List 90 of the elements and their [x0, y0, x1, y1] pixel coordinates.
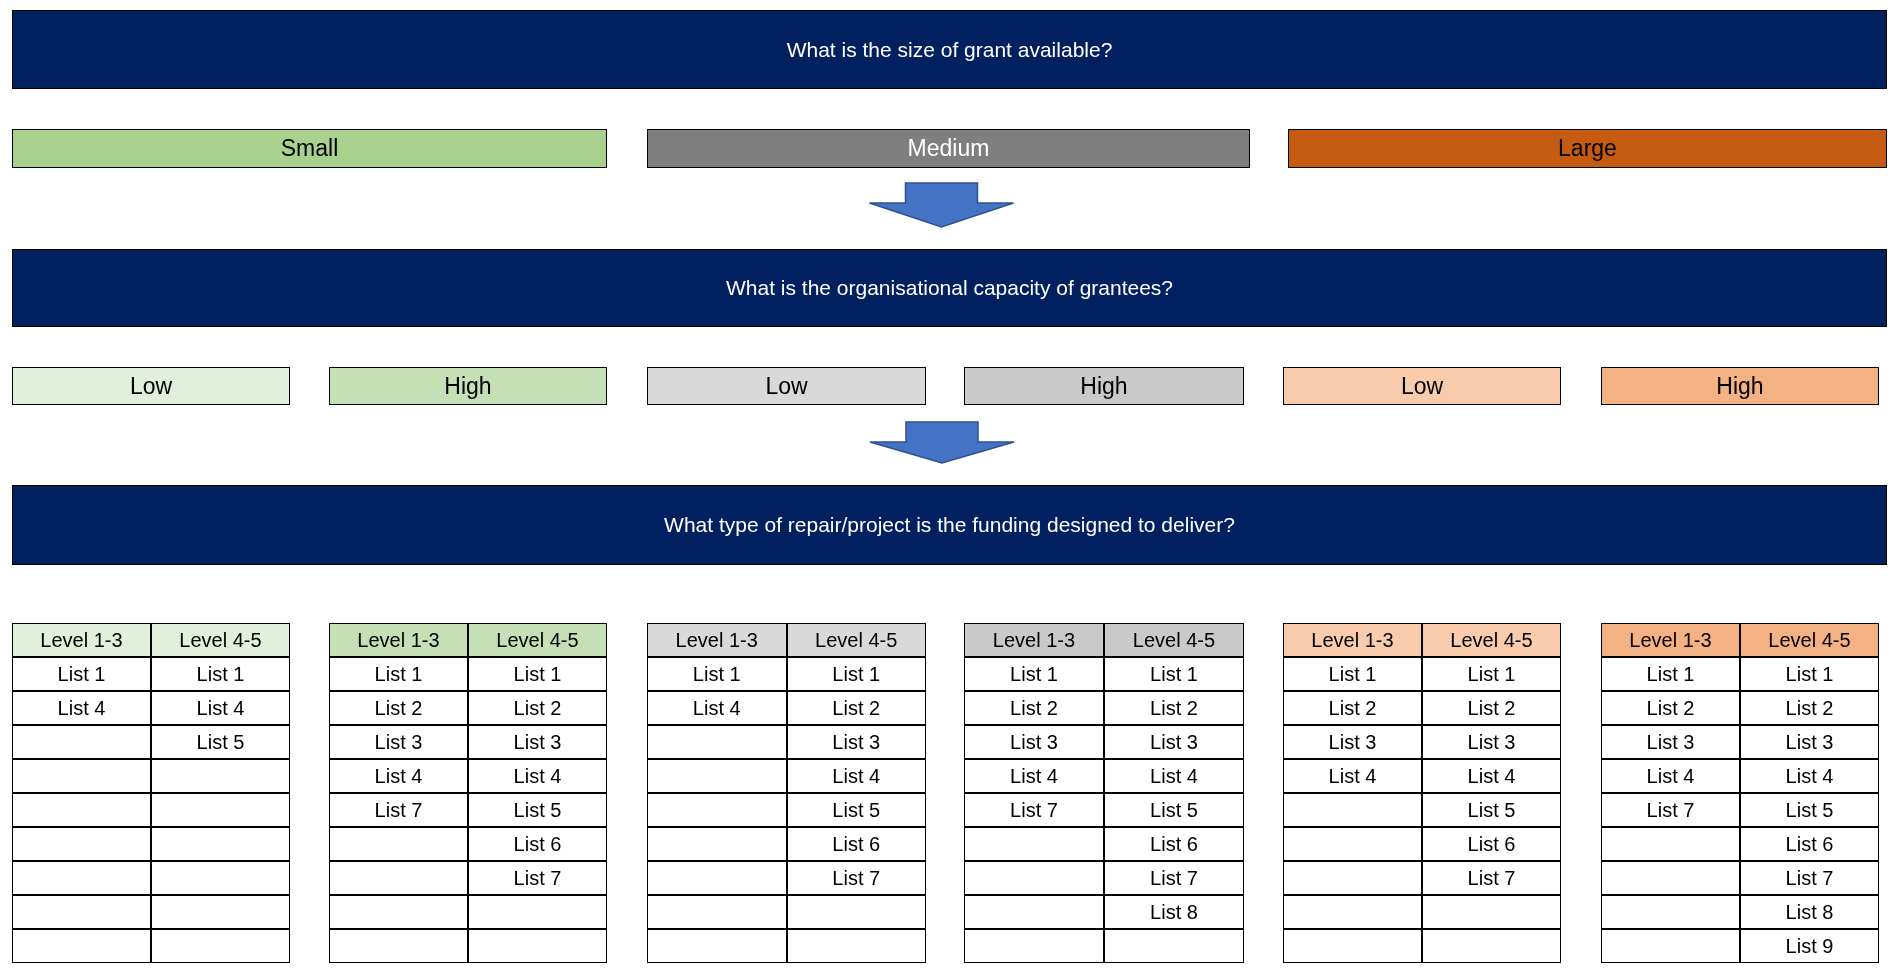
list-entry: List 3	[329, 725, 468, 759]
category-bar: Medium	[647, 129, 1250, 168]
column-header: Level 4-5	[1740, 623, 1879, 657]
list-entry: List 2	[1740, 691, 1879, 725]
category-bar: Low	[647, 367, 926, 405]
list-entry: List 5	[1740, 793, 1879, 827]
list-entry: List 3	[1422, 725, 1561, 759]
list-entry: List 2	[468, 691, 607, 725]
list-entry: List 4	[329, 759, 468, 793]
list-entry: List 4	[647, 691, 787, 725]
category-bar: Large	[1288, 129, 1887, 168]
list-entry: List 7	[1422, 861, 1561, 895]
column-header: Level 4-5	[1104, 623, 1244, 657]
list-entry: List 5	[151, 725, 290, 759]
list-entry: List 7	[1104, 861, 1244, 895]
list-entry: List 7	[1601, 793, 1740, 827]
list-entry: List 8	[1104, 895, 1244, 929]
category-bar: High	[964, 367, 1244, 405]
list-entry: List 4	[1740, 759, 1879, 793]
list-entry: List 4	[151, 691, 290, 725]
list-entry: List 7	[468, 861, 607, 895]
block-arrow	[869, 421, 1015, 464]
list-entry: List 4	[1104, 759, 1244, 793]
list-entry: List 8	[1740, 895, 1879, 929]
list-entry: List 1	[1740, 657, 1879, 691]
list-entry: List 1	[151, 657, 290, 691]
list-entry: List 4	[1283, 759, 1422, 793]
block-arrow	[868, 182, 1015, 228]
list-entry: List 9	[1740, 929, 1879, 963]
list-entry: List 3	[1740, 725, 1879, 759]
list-entry: List 2	[964, 691, 1104, 725]
list-entry: List 1	[329, 657, 468, 691]
list-entry: List 6	[1422, 827, 1561, 861]
column-header: Level 1-3	[1283, 623, 1422, 657]
column-header: Level 1-3	[329, 623, 468, 657]
list-entry: List 4	[1422, 759, 1561, 793]
list-entry: List 6	[1104, 827, 1244, 861]
column-header: Level 4-5	[786, 623, 926, 657]
list-entry: List 7	[964, 793, 1104, 827]
category-bar: Low	[12, 367, 290, 405]
list-entry: List 1	[964, 657, 1104, 691]
question-banner: What is the organisational capacity of grantees?	[12, 249, 1887, 327]
list-entry: List 2	[329, 691, 468, 725]
list-entry: List 5	[468, 793, 607, 827]
list-entry: List 1	[1283, 657, 1422, 691]
list-entry: List 3	[1283, 725, 1422, 759]
list-entry: List 2	[1601, 691, 1740, 725]
column-header: Level 4-5	[1422, 623, 1561, 657]
column-header: Level 4-5	[151, 623, 290, 657]
category-bar: Small	[12, 129, 607, 168]
list-entry: List 7	[329, 793, 468, 827]
list-entry: List 3	[786, 725, 926, 759]
list-entry: List 6	[786, 827, 926, 861]
list-entry: List 5	[786, 793, 926, 827]
list-entry: List 1	[786, 657, 926, 691]
list-entry: List 6	[468, 827, 607, 861]
list-entry: List 5	[1422, 793, 1561, 827]
column-header: Level 1-3	[12, 623, 151, 657]
list-entry: List 2	[1422, 691, 1561, 725]
list-entry: List 2	[1283, 691, 1422, 725]
list-entry: List 7	[1740, 861, 1879, 895]
category-bar: High	[1601, 367, 1879, 405]
list-entry: List 4	[786, 759, 926, 793]
list-entry: List 4	[468, 759, 607, 793]
list-entry: List 1	[12, 657, 151, 691]
list-entry: List 4	[1601, 759, 1740, 793]
list-entry: List 4	[964, 759, 1104, 793]
list-entry: List 3	[1104, 725, 1244, 759]
list-entry: List 3	[1601, 725, 1740, 759]
column-header: Level 1-3	[964, 623, 1104, 657]
list-entry: List 1	[1422, 657, 1561, 691]
column-header: Level 4-5	[468, 623, 607, 657]
list-entry: List 3	[964, 725, 1104, 759]
list-entry: List 7	[786, 861, 926, 895]
column-header: Level 1-3	[1601, 623, 1740, 657]
list-entry: List 1	[647, 657, 787, 691]
column-header: Level 1-3	[647, 623, 787, 657]
question-banner: What is the size of grant available?	[12, 10, 1887, 89]
list-entry: List 2	[1104, 691, 1244, 725]
list-entry: List 1	[468, 657, 607, 691]
category-bar: Low	[1283, 367, 1561, 405]
list-entry: List 1	[1104, 657, 1244, 691]
list-entry: List 5	[1104, 793, 1244, 827]
question-banner: What type of repair/project is the funding designed to deliver?	[12, 485, 1887, 565]
list-entry: List 1	[1601, 657, 1740, 691]
list-entry: List 4	[12, 691, 151, 725]
list-entry: List 3	[468, 725, 607, 759]
list-entry: List 6	[1740, 827, 1879, 861]
list-entry: List 2	[786, 691, 926, 725]
category-bar: High	[329, 367, 607, 405]
